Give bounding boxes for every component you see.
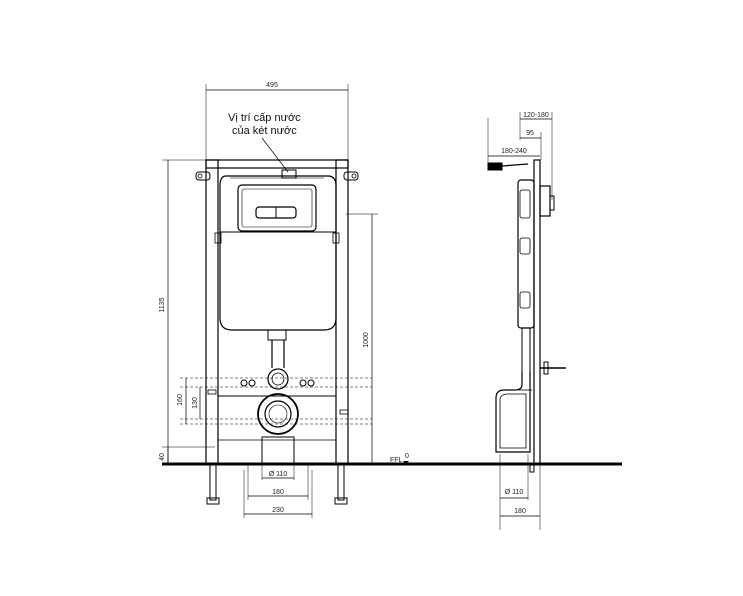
dim-lines-left	[162, 159, 378, 464]
supply-note-line-2: của két nước	[232, 125, 297, 137]
dim-width-495: 495	[266, 82, 278, 89]
dim-side-base-180: 180	[514, 508, 526, 515]
dim-supply-160: 160	[177, 394, 184, 406]
dim-supply-130: 130	[192, 397, 199, 409]
side-view	[487, 112, 566, 530]
ffl-value: 0	[405, 453, 409, 460]
dim-depth-95: 95	[526, 130, 534, 137]
dim-depth-180-240: 180-240	[501, 148, 527, 155]
dim-depth-120-180: 120-180	[523, 112, 549, 119]
dim-floor-40: 40	[159, 453, 166, 461]
supply-note-line-1: Vị trí cấp nước	[228, 112, 301, 124]
dim-lines-bottom	[243, 464, 313, 518]
dim-flush-1000: 1000	[363, 332, 370, 348]
dim-feet-230: 230	[272, 507, 284, 514]
dim-side-pipe-110: Ø 110	[505, 489, 524, 496]
leader-line	[261, 137, 289, 173]
dim-spacing-180: 180	[272, 489, 284, 496]
front-view	[195, 84, 359, 505]
dim-pipe-110: Ø 110	[269, 471, 288, 478]
ffl-label: FFL	[390, 457, 403, 464]
dim-height-1135: 1135	[159, 297, 166, 312]
ffl-marker	[403, 461, 409, 464]
